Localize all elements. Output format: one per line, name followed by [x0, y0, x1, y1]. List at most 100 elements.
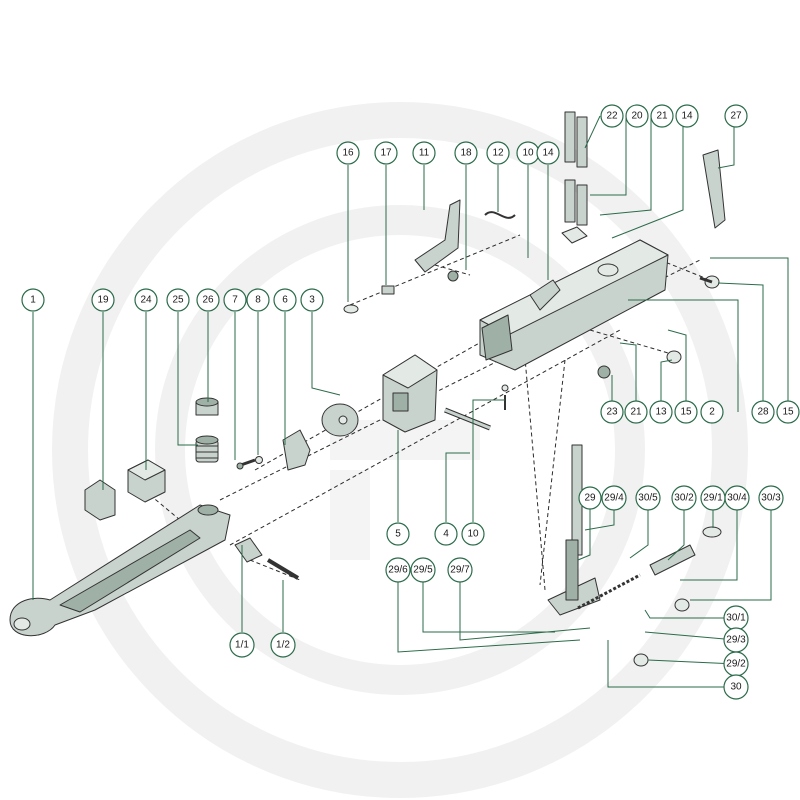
callout-29-2: 29/2	[723, 651, 749, 677]
part-17-bushing	[381, 285, 395, 295]
callout-11: 11	[412, 141, 436, 165]
svg-text:23: 23	[606, 407, 618, 418]
part-22-rods	[564, 111, 588, 168]
callout-24: 24	[134, 288, 158, 312]
svg-text:15: 15	[782, 407, 794, 418]
svg-text:27: 27	[730, 111, 742, 122]
part-28-bolt	[699, 275, 720, 289]
callout-12: 12	[486, 141, 510, 165]
callout-4: 4	[434, 522, 458, 546]
part-19-block	[84, 479, 116, 521]
callout-29: 29	[578, 486, 602, 510]
part-1-drawbar	[9, 504, 231, 637]
callout-15-mid: 15	[674, 400, 698, 424]
svg-text:1/2: 1/2	[276, 640, 290, 651]
callout-25: 25	[166, 288, 190, 312]
svg-text:11: 11	[419, 148, 430, 159]
svg-text:10: 10	[467, 529, 479, 540]
part-12-spring	[484, 211, 516, 219]
callout-21-bottom: 21	[624, 400, 648, 424]
callout-5: 5	[386, 522, 410, 546]
callout-1: 1	[21, 288, 45, 312]
svg-text:25: 25	[172, 295, 184, 306]
callout-7: 7	[223, 288, 247, 312]
callout-23: 23	[600, 400, 624, 424]
svg-text:20: 20	[631, 111, 643, 122]
callout-30-5: 30/5	[635, 485, 661, 511]
callout-29-7: 29/7	[447, 557, 473, 583]
callout-1-1: 1/1	[229, 632, 255, 658]
svg-text:24: 24	[140, 295, 152, 306]
callouts: 1 19 24 25 26 7 8 6 3 16 17 11 18 12 10 …	[21, 104, 800, 700]
part-4-pin	[444, 407, 491, 431]
callout-17: 17	[374, 141, 398, 165]
callout-15-right: 15	[776, 400, 800, 424]
callout-10-top: 10	[516, 141, 540, 165]
callout-8: 8	[246, 288, 270, 312]
svg-text:12: 12	[492, 148, 504, 159]
callout-30-4: 30/4	[724, 485, 750, 511]
part-5-housing	[382, 354, 438, 433]
part-20-sleeves	[564, 179, 588, 226]
svg-text:29/7: 29/7	[450, 565, 470, 576]
callout-3: 3	[300, 288, 324, 312]
callout-14-top: 14	[536, 141, 560, 165]
svg-text:19: 19	[97, 295, 109, 306]
svg-text:13: 13	[655, 407, 667, 418]
svg-text:29/2: 29/2	[726, 659, 746, 670]
svg-text:29/3: 29/3	[726, 635, 746, 646]
part-21-plate	[561, 226, 588, 244]
part-7-bolt	[236, 458, 256, 470]
part-13-pin	[666, 350, 682, 364]
part-23-nut	[597, 365, 611, 379]
svg-text:18: 18	[460, 148, 472, 159]
part-10-bolt-lower	[501, 384, 509, 410]
svg-text:1/1: 1/1	[235, 640, 249, 651]
callout-30-3: 30/3	[758, 485, 784, 511]
part-30-1-pin	[674, 598, 690, 612]
callout-29-3: 29/3	[723, 627, 749, 653]
svg-text:30/2: 30/2	[674, 493, 694, 504]
svg-text:7: 7	[232, 295, 238, 306]
svg-text:29/1: 29/1	[703, 493, 723, 504]
svg-text:30/4: 30/4	[727, 493, 747, 504]
svg-text:21: 21	[630, 407, 642, 418]
svg-text:30/1: 30/1	[726, 613, 746, 624]
part-1-2-pin	[266, 558, 300, 580]
svg-text:15: 15	[680, 407, 692, 418]
callout-20: 20	[625, 104, 649, 128]
callout-18: 18	[454, 141, 478, 165]
callout-6: 6	[273, 288, 297, 312]
svg-text:30/5: 30/5	[638, 493, 658, 504]
part-25-spring	[195, 435, 219, 463]
svg-text:29/6: 29/6	[388, 565, 408, 576]
callout-13: 13	[649, 400, 673, 424]
callout-29-5: 29/5	[410, 557, 436, 583]
part-6-bracket	[282, 429, 311, 471]
callout-29-4: 29/4	[601, 485, 627, 511]
svg-text:3: 3	[309, 295, 315, 306]
callout-1-2: 1/2	[270, 632, 296, 658]
part-18-nut	[447, 270, 459, 282]
part-26-cap	[195, 397, 219, 416]
svg-text:5: 5	[395, 529, 401, 540]
svg-text:30/3: 30/3	[761, 493, 781, 504]
svg-text:29: 29	[584, 493, 596, 504]
svg-text:29/5: 29/5	[413, 565, 433, 576]
callout-10-bottom: 10	[461, 522, 485, 546]
svg-text:30: 30	[730, 682, 742, 693]
leader-lines	[32, 115, 789, 688]
svg-text:21: 21	[656, 111, 668, 122]
svg-text:16: 16	[342, 148, 354, 159]
callout-27: 27	[724, 104, 748, 128]
svg-text:10: 10	[522, 148, 534, 159]
callout-29-1: 29/1	[700, 485, 726, 511]
part-14-latch	[529, 279, 561, 311]
svg-text:29/4: 29/4	[604, 493, 624, 504]
svg-text:6: 6	[282, 295, 288, 306]
part-8-washer	[255, 456, 263, 464]
svg-text:8: 8	[255, 295, 261, 306]
svg-text:1: 1	[30, 295, 36, 306]
callout-16: 16	[336, 141, 360, 165]
